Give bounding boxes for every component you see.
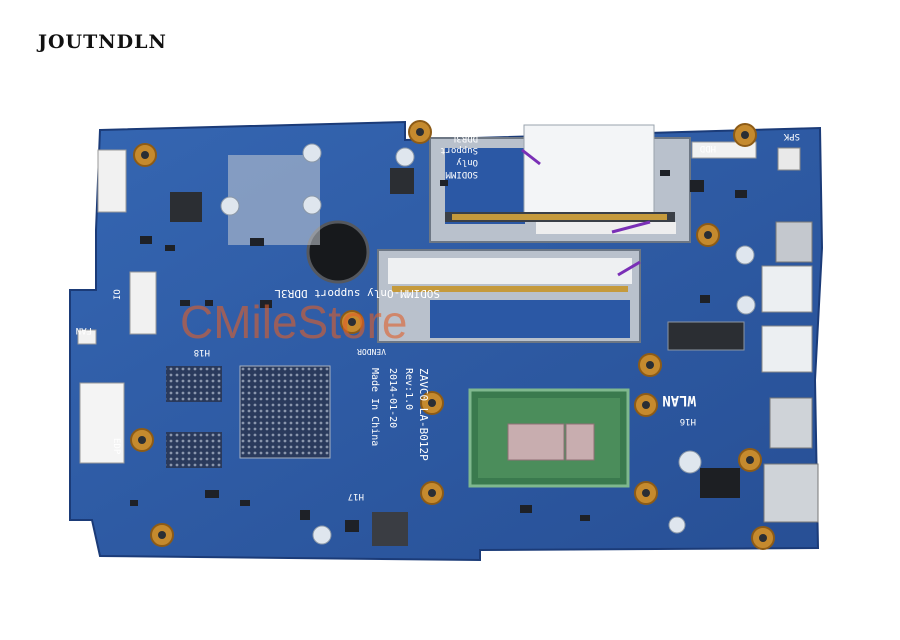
- label-sodimm-top-4: DDR3L: [451, 133, 478, 143]
- usb-port: [761, 325, 813, 373]
- hdmi-port: [769, 397, 813, 449]
- label-made-in: Made In China: [369, 368, 380, 446]
- speaker-connector: [777, 147, 801, 171]
- brand-logo: JOUTNDLN: [38, 31, 167, 53]
- label-spk: SPK: [783, 131, 800, 141]
- ic-footprint: [166, 366, 222, 402]
- hdd-connector: [691, 141, 757, 159]
- label-vendor: VENDOR: [357, 347, 386, 356]
- inductor: [170, 192, 202, 222]
- cmos-battery: [306, 220, 370, 284]
- label-edp: EDP: [111, 438, 121, 455]
- watermark: CMileStore: [180, 296, 408, 348]
- label-rev: Rev:1.0: [403, 368, 414, 410]
- cpu-chip: [468, 388, 630, 488]
- label-sodimm-top-3: Support: [440, 145, 478, 155]
- label-fan: FAN: [76, 325, 92, 335]
- battery-connector: [97, 149, 127, 213]
- label-model: ZAVC0 LA-B012P: [417, 368, 430, 461]
- label-sodimm-top-2: Only: [456, 157, 478, 167]
- sodimm-slot-bottom: [377, 249, 641, 343]
- label-sodimm-note: SODIMM-Only support DDR3L: [274, 287, 440, 300]
- io-connector: [129, 271, 157, 335]
- label-sodimm-top-1: SODIMM: [445, 169, 478, 179]
- gpu-bga-footprint: [239, 365, 331, 459]
- usb-port: [761, 265, 813, 313]
- edp-connector: [79, 382, 125, 464]
- label-hdd: HDD: [700, 143, 716, 153]
- label-h16: H16: [680, 416, 696, 426]
- label-io: IO: [113, 289, 123, 300]
- label-date: 2014-01-20: [387, 368, 398, 428]
- sodimm-slot-top: [429, 124, 691, 243]
- m2-slot: [667, 321, 745, 351]
- inductor: [372, 512, 408, 546]
- label-wlan: WLAN: [662, 392, 696, 408]
- ethernet-port: [763, 463, 819, 523]
- audio-jack: [775, 221, 813, 263]
- label-h17: H17: [348, 491, 364, 501]
- ic-footprint: [166, 432, 222, 468]
- ic-chip: [700, 468, 740, 498]
- fan-connector: [77, 329, 97, 345]
- label-h18: H18: [194, 347, 210, 357]
